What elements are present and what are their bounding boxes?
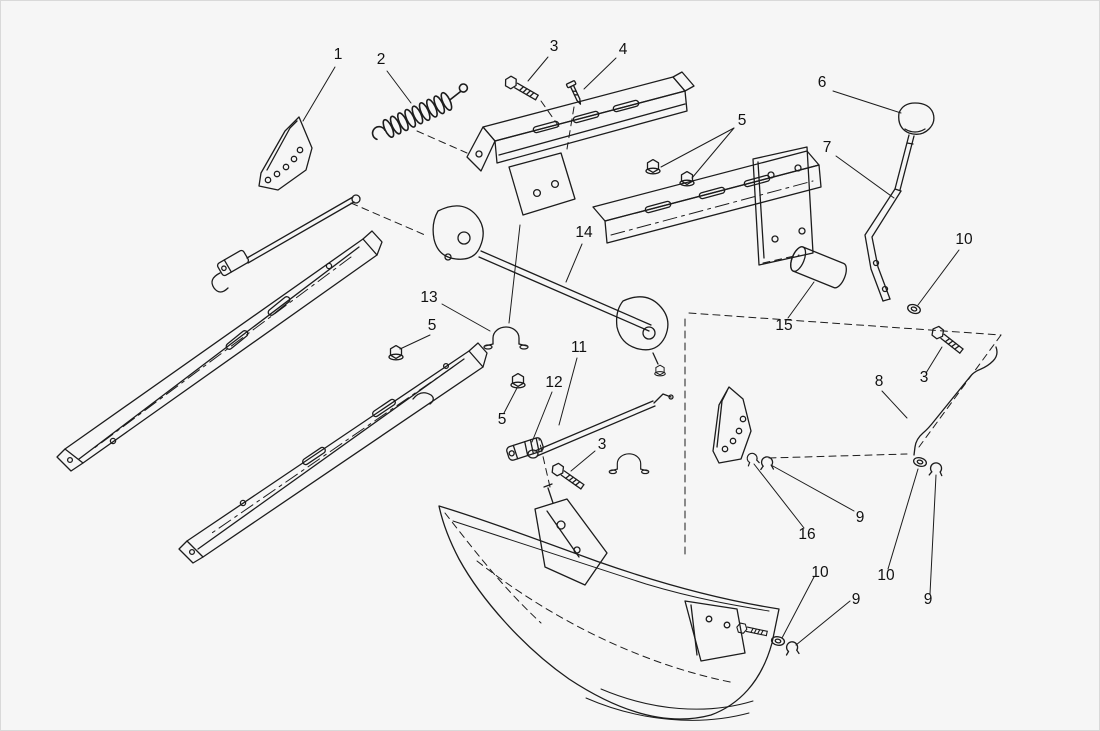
part-1-bracket xyxy=(258,116,313,191)
callout-3a-label: 3 xyxy=(550,38,559,55)
callout-13-label: 13 xyxy=(420,289,437,306)
deck-hanger-bracket xyxy=(534,483,608,586)
part-5-nut-d xyxy=(510,372,526,389)
part-7-lever xyxy=(864,134,915,302)
rear-hanger-channel xyxy=(466,71,695,216)
part-8-rod xyxy=(913,346,998,456)
callout-8-label: 8 xyxy=(875,373,884,390)
frame-rail-upper xyxy=(56,230,383,472)
part-14-lift-shaft xyxy=(432,205,669,377)
part-10-washer-a xyxy=(905,302,923,316)
front-hanger-channel xyxy=(592,146,822,266)
callout-2-label: 2 xyxy=(377,51,386,68)
deck-side-bracket xyxy=(684,600,746,662)
callout-14-label: 14 xyxy=(575,224,593,241)
alignment-lines xyxy=(350,100,1002,560)
callout-6-label: 6 xyxy=(818,74,827,91)
part-16-clip xyxy=(745,451,761,467)
callout-4-label: 4 xyxy=(619,41,628,58)
part-3-bolt-c xyxy=(929,323,966,357)
part-9-clip-a xyxy=(928,461,945,478)
callout-10b-label: 10 xyxy=(811,564,829,581)
callout-9a-label: 9 xyxy=(856,509,865,526)
part-9-clip-b xyxy=(760,455,776,472)
leader-lines xyxy=(302,56,960,646)
callout-10c-label: 10 xyxy=(877,567,895,584)
part-2-spring xyxy=(371,83,469,141)
part-6-knob xyxy=(898,102,935,135)
frame-rail-lower xyxy=(178,342,488,564)
mower-deck xyxy=(438,483,780,721)
callout-5a-label: 5 xyxy=(738,112,747,129)
callout-16-label: 16 xyxy=(798,526,815,543)
callout-1-label: 1 xyxy=(334,46,343,63)
callout-9c-label: 9 xyxy=(852,591,861,608)
callout-3c-label: 3 xyxy=(920,369,929,386)
callout-12-label: 12 xyxy=(545,374,562,391)
part-13-clamp xyxy=(483,326,529,350)
part-4-screw xyxy=(565,80,582,105)
rear-lift-bracket xyxy=(712,386,752,464)
part-5-nut-a xyxy=(645,158,661,175)
callout-labels: 1 2 3 4 5 6 7 10 14 15 13 5 11 12 5 3 8 … xyxy=(334,38,973,608)
part-5-nut-c xyxy=(388,344,404,361)
part-15-spacer xyxy=(790,246,847,289)
part-3-bolt-b xyxy=(549,460,587,492)
callout-3b-label: 3 xyxy=(598,436,607,453)
callout-15-label: 15 xyxy=(775,317,792,334)
part-10-washer-b xyxy=(911,455,929,469)
callout-5b-label: 5 xyxy=(428,317,437,334)
hanger-plate xyxy=(752,146,814,266)
callout-10a-label: 10 xyxy=(955,231,973,248)
callout-5c-label: 5 xyxy=(498,411,507,428)
part-3-bolt-a xyxy=(502,74,541,103)
callout-9b-label: 9 xyxy=(924,591,933,608)
part-11-rod xyxy=(527,393,674,459)
deck-clamp xyxy=(608,453,650,475)
callout-7-label: 7 xyxy=(823,139,832,156)
part-12-trunnion xyxy=(506,437,544,461)
front-lift-rod xyxy=(211,194,361,293)
callout-11-label: 11 xyxy=(571,339,587,356)
